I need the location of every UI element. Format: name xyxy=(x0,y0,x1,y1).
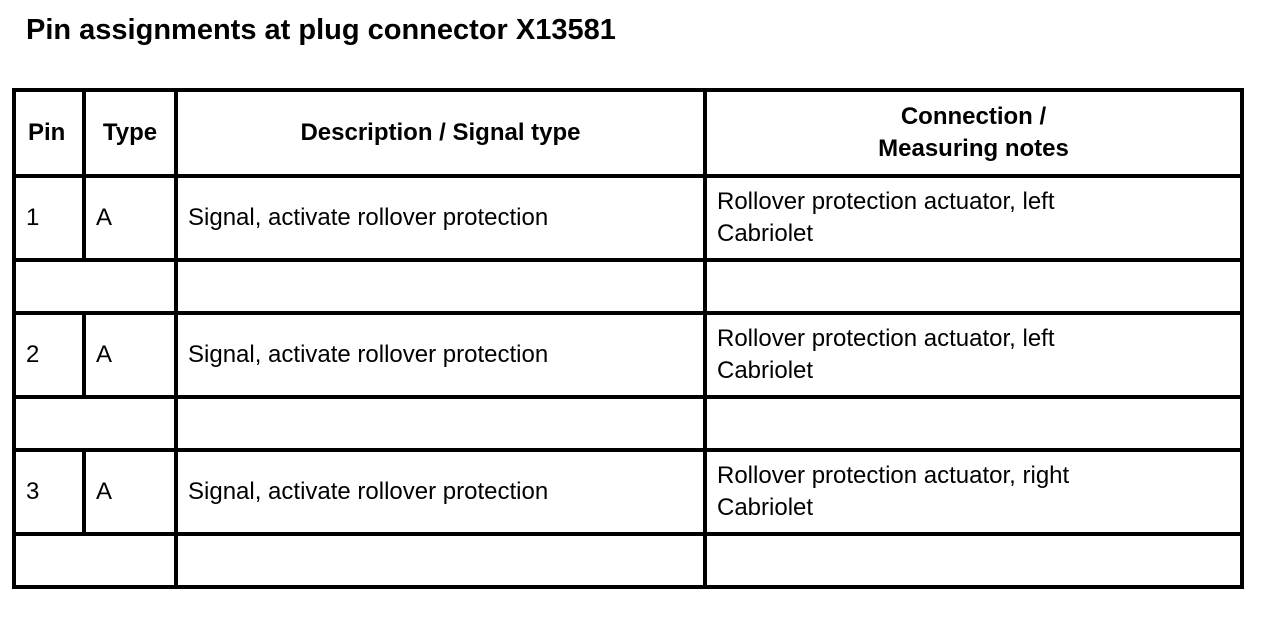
cell-connection: Rollover protection actuator, right Cabr… xyxy=(703,448,1244,536)
table-row: 3 A Signal, activate rollover protection… xyxy=(12,448,1244,536)
header-connection: Connection / Measuring notes xyxy=(703,88,1244,178)
cell-connection-line2: Cabriolet xyxy=(717,357,814,384)
cell-connection-line2: Cabriolet xyxy=(717,494,814,521)
header-type: Type xyxy=(82,88,178,178)
cell-connection-line1: Rollover protection actuator, right xyxy=(717,462,1070,489)
spacer-cell xyxy=(703,258,1244,315)
cell-description: Signal, activate rollover protection xyxy=(174,448,707,536)
table-header-row: Pin Type Description / Signal type Conne… xyxy=(12,88,1244,178)
page-title: Pin assignments at plug connector X13581 xyxy=(26,14,616,46)
table-spacer-row xyxy=(12,532,1244,589)
table-row: 1 A Signal, activate rollover protection… xyxy=(12,174,1244,262)
spacer-cell xyxy=(12,258,178,315)
cell-connection: Rollover protection actuator, left Cabri… xyxy=(703,311,1244,399)
header-connection-line1: Connection / xyxy=(900,103,1047,130)
spacer-cell xyxy=(174,532,707,589)
pin-assignment-table: Pin Type Description / Signal type Conne… xyxy=(12,88,1244,589)
cell-type: A xyxy=(82,311,178,399)
spacer-cell xyxy=(12,532,178,589)
header-description: Description / Signal type xyxy=(174,88,707,178)
spacer-cell xyxy=(174,258,707,315)
cell-connection-line1: Rollover protection actuator, left xyxy=(717,188,1055,215)
cell-connection-line2: Cabriolet xyxy=(717,220,814,247)
cell-pin: 1 xyxy=(12,174,86,262)
table-spacer-row xyxy=(12,395,1244,452)
table-row: 2 A Signal, activate rollover protection… xyxy=(12,311,1244,399)
header-pin: Pin xyxy=(12,88,86,178)
spacer-cell xyxy=(12,395,178,452)
cell-type: A xyxy=(82,174,178,262)
table-spacer-row xyxy=(12,258,1244,315)
cell-pin: 3 xyxy=(12,448,86,536)
cell-type: A xyxy=(82,448,178,536)
spacer-cell xyxy=(703,532,1244,589)
spacer-cell xyxy=(703,395,1244,452)
cell-connection-line1: Rollover protection actuator, left xyxy=(717,325,1055,352)
cell-connection: Rollover protection actuator, left Cabri… xyxy=(703,174,1244,262)
spacer-cell xyxy=(174,395,707,452)
cell-pin: 2 xyxy=(12,311,86,399)
header-connection-line2: Measuring notes xyxy=(878,135,1069,162)
cell-description: Signal, activate rollover protection xyxy=(174,311,707,399)
cell-description: Signal, activate rollover protection xyxy=(174,174,707,262)
